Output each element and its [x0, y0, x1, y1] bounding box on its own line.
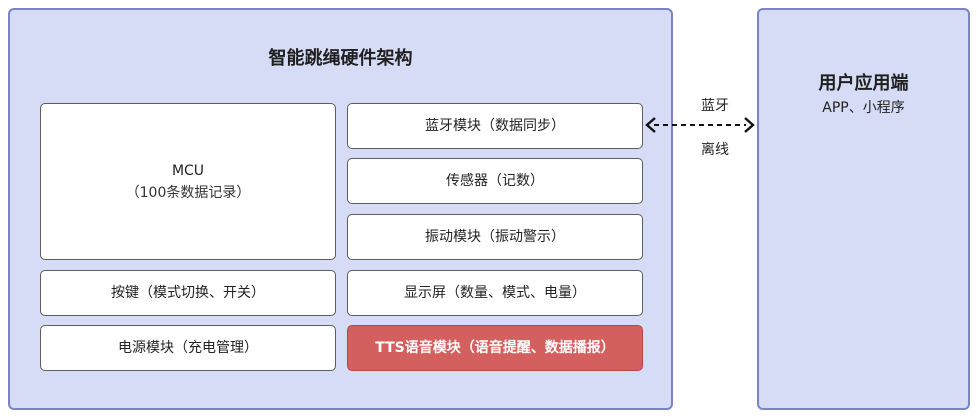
hardware-architecture-title: 智能跳绳硬件架构: [268, 48, 413, 69]
vibration-module-box: 振动模块（振动警示）: [347, 214, 643, 260]
mcu-detail: （100条数据记录）: [125, 184, 251, 201]
link-label-bluetooth: 蓝牙: [701, 98, 729, 114]
mcu-box: MCU （100条数据记录）: [40, 103, 336, 260]
sensor-box: 传感器（记数）: [347, 158, 643, 204]
user-application-title: 用户应用端: [818, 73, 909, 94]
button-label: 按键（模式切换、开关）: [111, 285, 265, 301]
mcu-label: MCU: [171, 162, 205, 179]
user-application-panel: 用户应用端 APP、小程序: [757, 8, 970, 410]
bluetooth-module-label: 蓝牙模块（数据同步）: [425, 118, 565, 134]
sensor-label: 传感器（记数）: [446, 173, 544, 189]
user-application-subtitle: APP、小程序: [822, 100, 905, 116]
bluetooth-link-arrow: [645, 117, 755, 133]
vibration-module-label: 振动模块（振动警示）: [425, 229, 565, 245]
link-arrowhead-left: [645, 117, 656, 133]
button-box: 按键（模式切换、开关）: [40, 270, 336, 316]
bluetooth-module-box: 蓝牙模块（数据同步）: [347, 103, 643, 149]
display-box: 显示屏（数量、模式、电量）: [347, 270, 643, 316]
tts-voice-module-label: TTS语音模块（语音提醒、数据播报）: [375, 340, 615, 356]
display-label: 显示屏（数量、模式、电量）: [404, 285, 586, 301]
power-module-label: 电源模块（充电管理）: [118, 340, 258, 356]
link-arrowhead-right: [744, 117, 755, 133]
power-module-box: 电源模块（充电管理）: [40, 325, 336, 371]
tts-voice-module-box: TTS语音模块（语音提醒、数据播报）: [347, 325, 643, 371]
link-label-offline: 离线: [701, 142, 729, 158]
